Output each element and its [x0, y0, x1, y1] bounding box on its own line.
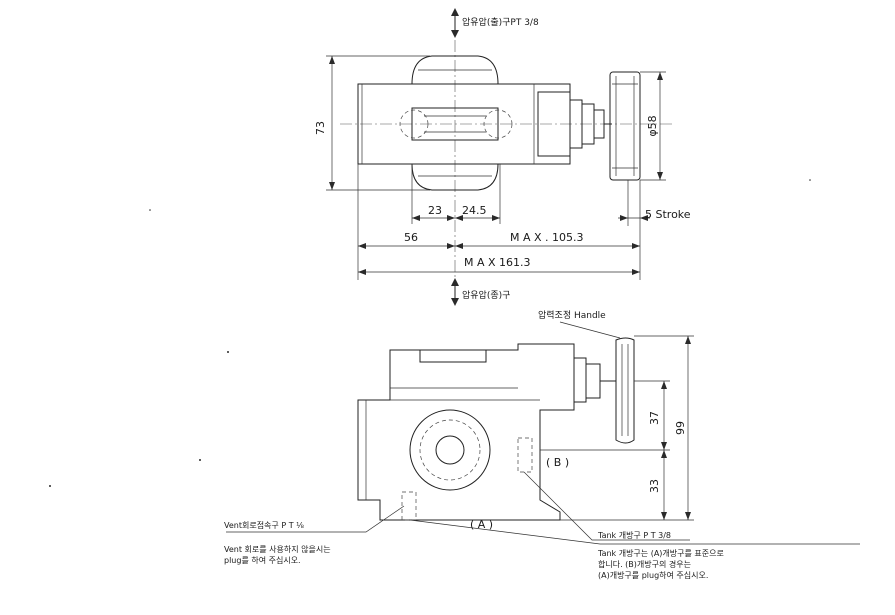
top-port-arrow	[451, 8, 459, 38]
tank-note-1: Tank 개방구는 (A)개방구를 표준으로	[597, 548, 724, 558]
dim-99-text: 99	[674, 421, 687, 435]
dim-73-text: 73	[314, 121, 327, 135]
side-adjuster	[573, 337, 635, 444]
scan-specks	[49, 179, 811, 487]
dim-stroke-text: 5 Stroke	[645, 208, 691, 221]
vent-note-2: plug를 하여 주십시오.	[224, 555, 301, 565]
handle-label: 압력조정 Handle	[538, 309, 606, 321]
bottom-port-label: 압유압(종)구	[462, 289, 510, 301]
dim-56-105	[357, 164, 641, 280]
top-body	[357, 55, 583, 191]
dim-stroke	[618, 180, 650, 226]
dim-33-text: 33	[648, 479, 661, 493]
port-b-label: ( B )	[546, 456, 569, 469]
dim-23-24	[411, 164, 501, 224]
side-body	[357, 343, 575, 521]
tank-label: Tank 개방구 P T 3/8	[597, 530, 671, 540]
tank-note-3: (A)개방구를 plug하여 주십시오.	[598, 570, 708, 580]
top-port-label: 압유압(출)구PT 3/8	[462, 16, 539, 28]
dim-56-text: 56	[404, 231, 418, 244]
port-a-label: ( A )	[470, 518, 493, 531]
side-view: 압력조정 Handle 99 37 33 ( B ) ( A ) Vent회	[224, 309, 860, 580]
bottom-port-arrow	[451, 278, 459, 306]
tank-note-2: 합니다. (B)개방구의 경우는	[598, 559, 691, 569]
dim-37-text: 37	[648, 411, 661, 425]
top-view: 압유압(출)구PT 3/8	[314, 8, 691, 306]
dim-23-text: 23	[428, 204, 442, 217]
top-adjuster	[581, 103, 612, 145]
dim-phi58: φ58	[640, 71, 666, 181]
dim-max105-text: M A X . 105.3	[510, 231, 584, 244]
dim-161	[358, 269, 640, 275]
dim-max161-text: M A X 161.3	[464, 256, 531, 269]
dim-73: 73	[314, 55, 430, 191]
vent-note-1: Vent 회로를 사용하지 않을시는	[224, 544, 331, 554]
top-handle	[609, 71, 641, 181]
dim-24-5-text: 24.5	[462, 204, 487, 217]
vent-label: Vent회로접속구 P T ⅛	[224, 520, 304, 530]
dim-phi58-text: φ58	[646, 115, 659, 136]
dim-37-33: 37 33	[540, 380, 670, 520]
dim-99: 99	[560, 335, 694, 521]
